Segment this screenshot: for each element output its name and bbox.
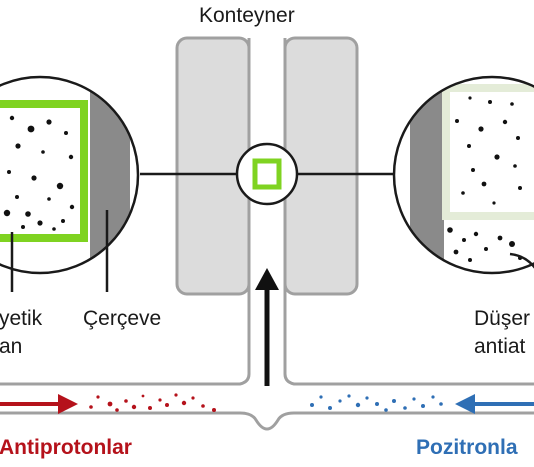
right-pointer-line — [509, 252, 534, 269]
left-magnifier — [0, 77, 138, 273]
positrons-label: Pozitronla — [416, 436, 518, 459]
container-label: Konteyner — [199, 4, 295, 27]
center-trap-frame — [252, 158, 282, 190]
arrow-up-icon — [255, 268, 279, 290]
tube-outline-upper-left — [0, 38, 251, 386]
falling-label-line1: Düşer — [474, 307, 531, 330]
positron-particles — [310, 394, 443, 412]
left-particles — [3, 115, 75, 231]
arrow-left-icon — [455, 394, 475, 414]
tube-outline-lower — [0, 411, 534, 431]
right-particles — [447, 96, 522, 262]
tube-outline-upper-right — [283, 38, 534, 386]
magnetic-label-line1: yetik — [0, 307, 43, 330]
right-magnifier-border — [392, 75, 534, 275]
left-green-frame — [0, 100, 88, 242]
antiproton-particles — [89, 393, 216, 412]
falling-label-line2: antiat — [474, 335, 526, 358]
right-pale-frame — [442, 84, 534, 220]
left-magnifier-border — [0, 75, 140, 275]
frame-label: Çerçeve — [83, 307, 162, 330]
arrow-right-icon — [58, 394, 78, 414]
right-magnifier — [394, 77, 534, 273]
left-wall — [90, 80, 130, 273]
antiprotons-label: Antiprotonlar — [0, 436, 132, 459]
magnetic-label-line2: an — [0, 335, 23, 358]
